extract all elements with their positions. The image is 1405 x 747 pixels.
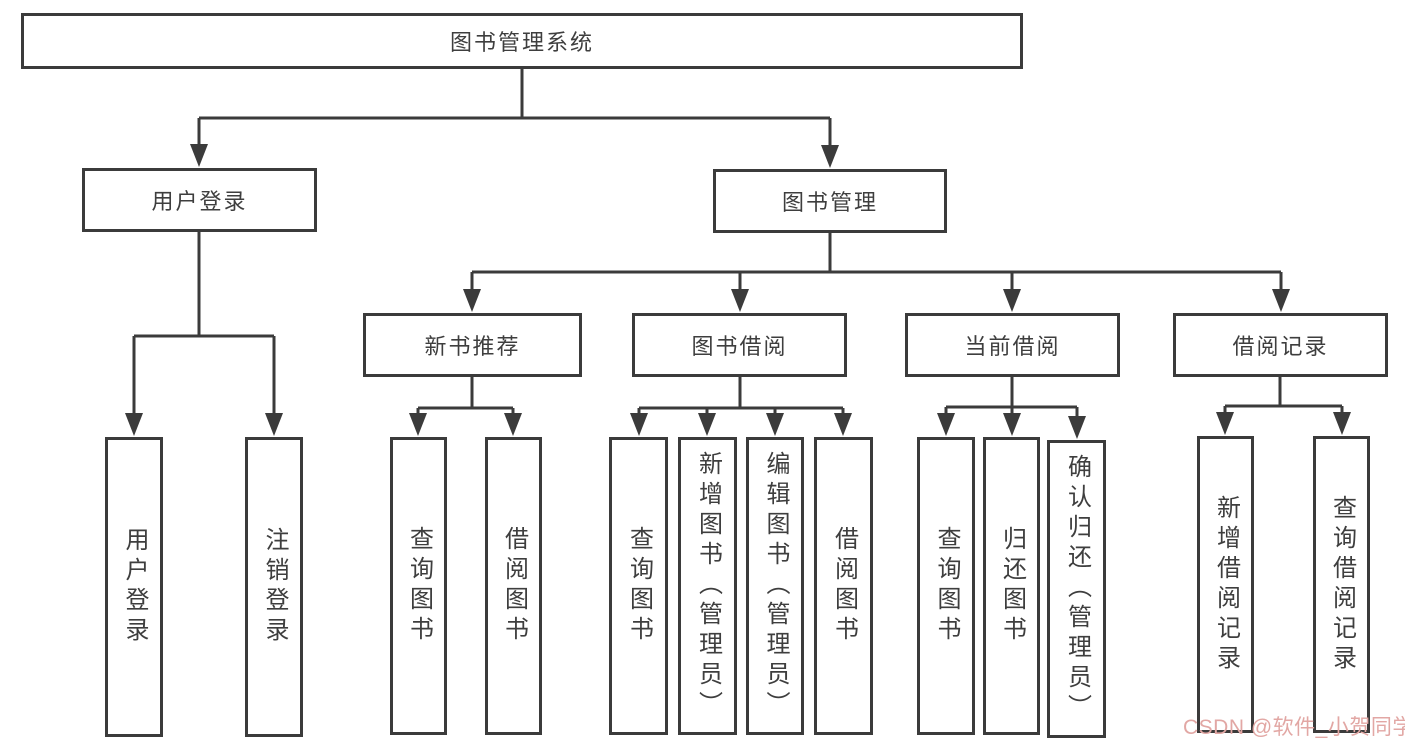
node-new-book-recommend-label: 新书推荐 — [424, 334, 521, 359]
node-book-management: 图书管理 — [713, 169, 947, 233]
leaf-label: 编辑图书（管理员） — [762, 451, 789, 721]
node-new-book-recommend: 新书推荐 — [363, 313, 582, 377]
node-borrow-records: 借阅记录 — [1173, 313, 1388, 377]
node-root-label: 图书管理系统 — [449, 30, 594, 55]
leaf-recommend-borrow-books: 借阅图书 — [485, 437, 542, 735]
leaf-return-books: 归还图书 — [983, 437, 1040, 735]
leaf-label: 借阅图书 — [500, 526, 528, 646]
leaf-recommend-query-books: 查询图书 — [390, 437, 447, 735]
leaf-borrow-books: 借阅图书 — [814, 437, 873, 735]
leaf-query-borrow-record: 查询借阅记录 — [1313, 436, 1370, 733]
leaf-add-books-admin: 新增图书（管理员） — [678, 437, 737, 735]
leaf-logout-label: 注销登录 — [261, 527, 288, 647]
node-current-borrow-label: 当前借阅 — [964, 334, 1061, 359]
leaf-edit-books-admin: 编辑图书（管理员） — [746, 437, 804, 735]
leaf-label: 新增图书（管理员） — [694, 451, 722, 721]
arrowheads — [125, 144, 1351, 439]
node-book-management-label: 图书管理 — [781, 190, 878, 215]
leaf-confirm-return-admin: 确认归还（管理员） — [1047, 440, 1106, 738]
node-user-login-label: 用户登录 — [151, 189, 248, 214]
csdn-watermark: CSDN @软件_小贺同学 — [1183, 716, 1405, 739]
leaf-label: 查询借阅记录 — [1328, 494, 1356, 675]
leaf-add-borrow-record: 新增借阅记录 — [1197, 436, 1254, 733]
leaf-label: 确认归还（管理员） — [1063, 454, 1091, 724]
leaf-user-login: 用户登录 — [105, 437, 163, 737]
leaf-label: 查询图书 — [933, 526, 960, 646]
leaf-label: 新增借阅记录 — [1212, 494, 1240, 675]
node-book-borrow: 图书借阅 — [632, 313, 847, 377]
leaf-label: 归还图书 — [998, 526, 1026, 646]
node-root: 图书管理系统 — [21, 13, 1023, 69]
node-current-borrow: 当前借阅 — [905, 313, 1120, 377]
leaf-borrow-query-books: 查询图书 — [609, 437, 668, 735]
leaf-label: 查询图书 — [625, 526, 653, 646]
leaf-logout: 注销登录 — [245, 437, 303, 737]
node-borrow-records-label: 借阅记录 — [1232, 334, 1329, 359]
leaf-user-login-label: 用户登录 — [121, 527, 148, 647]
leaf-label: 借阅图书 — [830, 526, 858, 646]
node-book-borrow-label: 图书借阅 — [691, 334, 788, 359]
leaf-label: 查询图书 — [405, 526, 433, 646]
leaf-current-query-books: 查询图书 — [917, 437, 975, 735]
node-user-login: 用户登录 — [82, 168, 317, 232]
